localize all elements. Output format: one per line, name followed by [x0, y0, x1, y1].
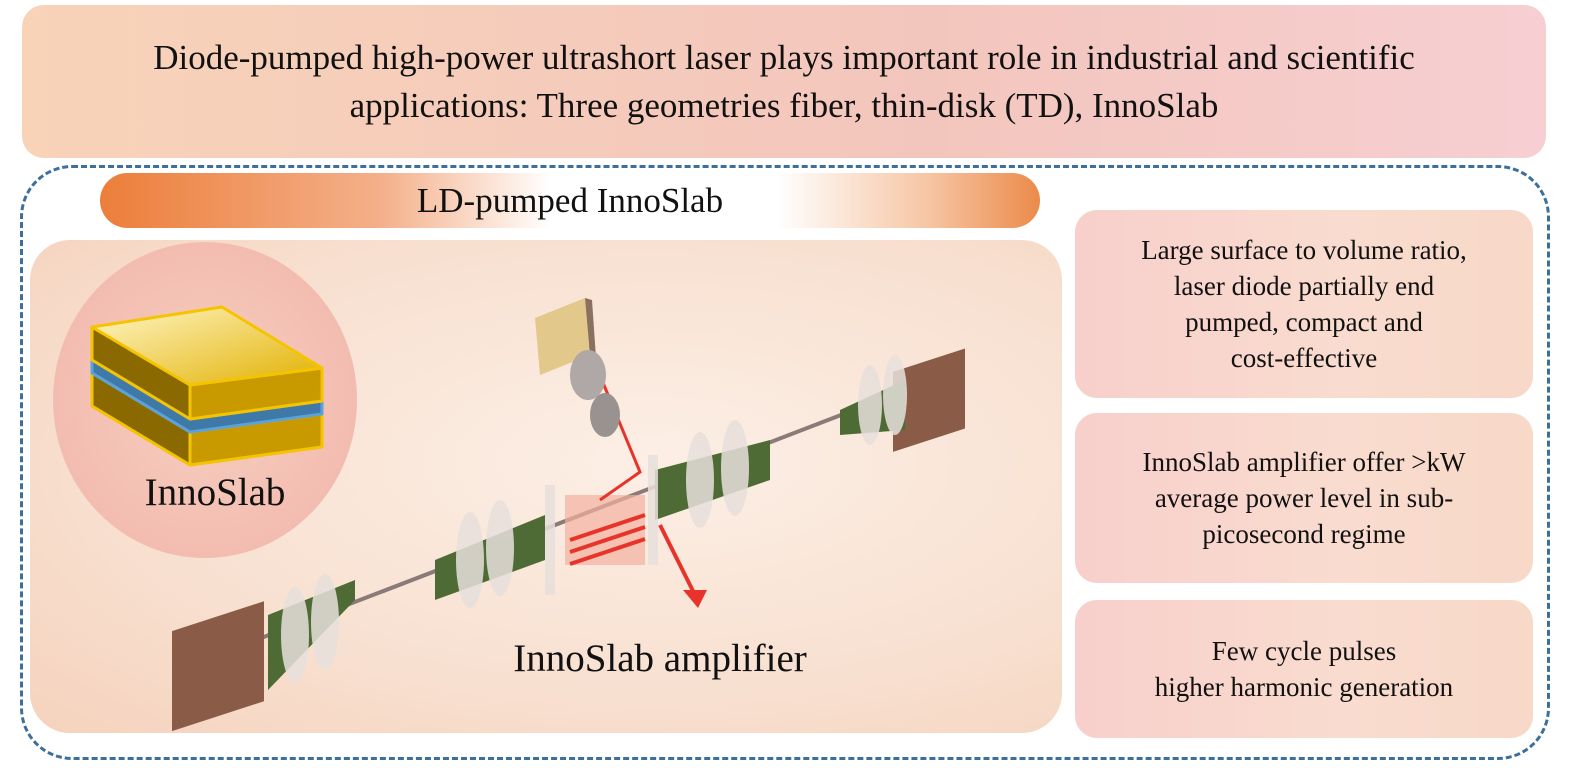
pump-lens	[570, 350, 606, 400]
header-line-1: Diode-pumped high-power ultrashort laser…	[153, 37, 1415, 77]
feature-2-line: picosecond regime	[1202, 519, 1406, 549]
dashed-frame	[20, 165, 1550, 760]
header-banner: Diode-pumped high-power ultrashort laser…	[22, 5, 1546, 158]
feature-3-line: higher harmonic generation	[1154, 672, 1454, 702]
feature-1-line: pumped, compact and	[1185, 307, 1423, 337]
feature-box-1: Large surface to volume ratio, laser dio…	[1075, 210, 1533, 398]
laser-beams	[569, 331, 697, 596]
feature-2-line: InnoSlab amplifier offer >kW	[1142, 447, 1466, 477]
section-title-bar: LD-pumped InnoSlab	[100, 173, 1040, 228]
feature-1-line: laser diode partially end	[1173, 271, 1435, 301]
feature-1-line: Large surface to volume ratio,	[1141, 235, 1467, 265]
feature-1-line: cost-effective	[1230, 343, 1378, 373]
slab-crystal-icon	[90, 305, 324, 467]
slab-label: InnoSlab	[144, 471, 286, 514]
feature-3-line: Few cycle pulses	[1211, 636, 1397, 666]
amplifier-label: InnoSlab amplifier	[513, 637, 807, 680]
output-arrow-icon	[683, 590, 707, 608]
laser-diode-right	[893, 348, 965, 452]
laser-diode-left	[172, 601, 264, 732]
feature-box-3: Few cycle pulses higher harmonic generat…	[1075, 600, 1533, 738]
innoslab-illustration	[53, 242, 965, 732]
feature-box-2: InnoSlab amplifier offer >kW average pow…	[1075, 413, 1533, 583]
pump-lens-2	[590, 393, 620, 437]
pump-diode	[535, 298, 596, 375]
header-line-2: applications: Three geometries fiber, th…	[349, 85, 1219, 125]
lenses	[281, 355, 907, 683]
amplifier-setup	[172, 298, 965, 732]
section-title: LD-pumped InnoSlab	[416, 180, 724, 220]
feature-2-line: average power level in sub-	[1154, 483, 1454, 513]
